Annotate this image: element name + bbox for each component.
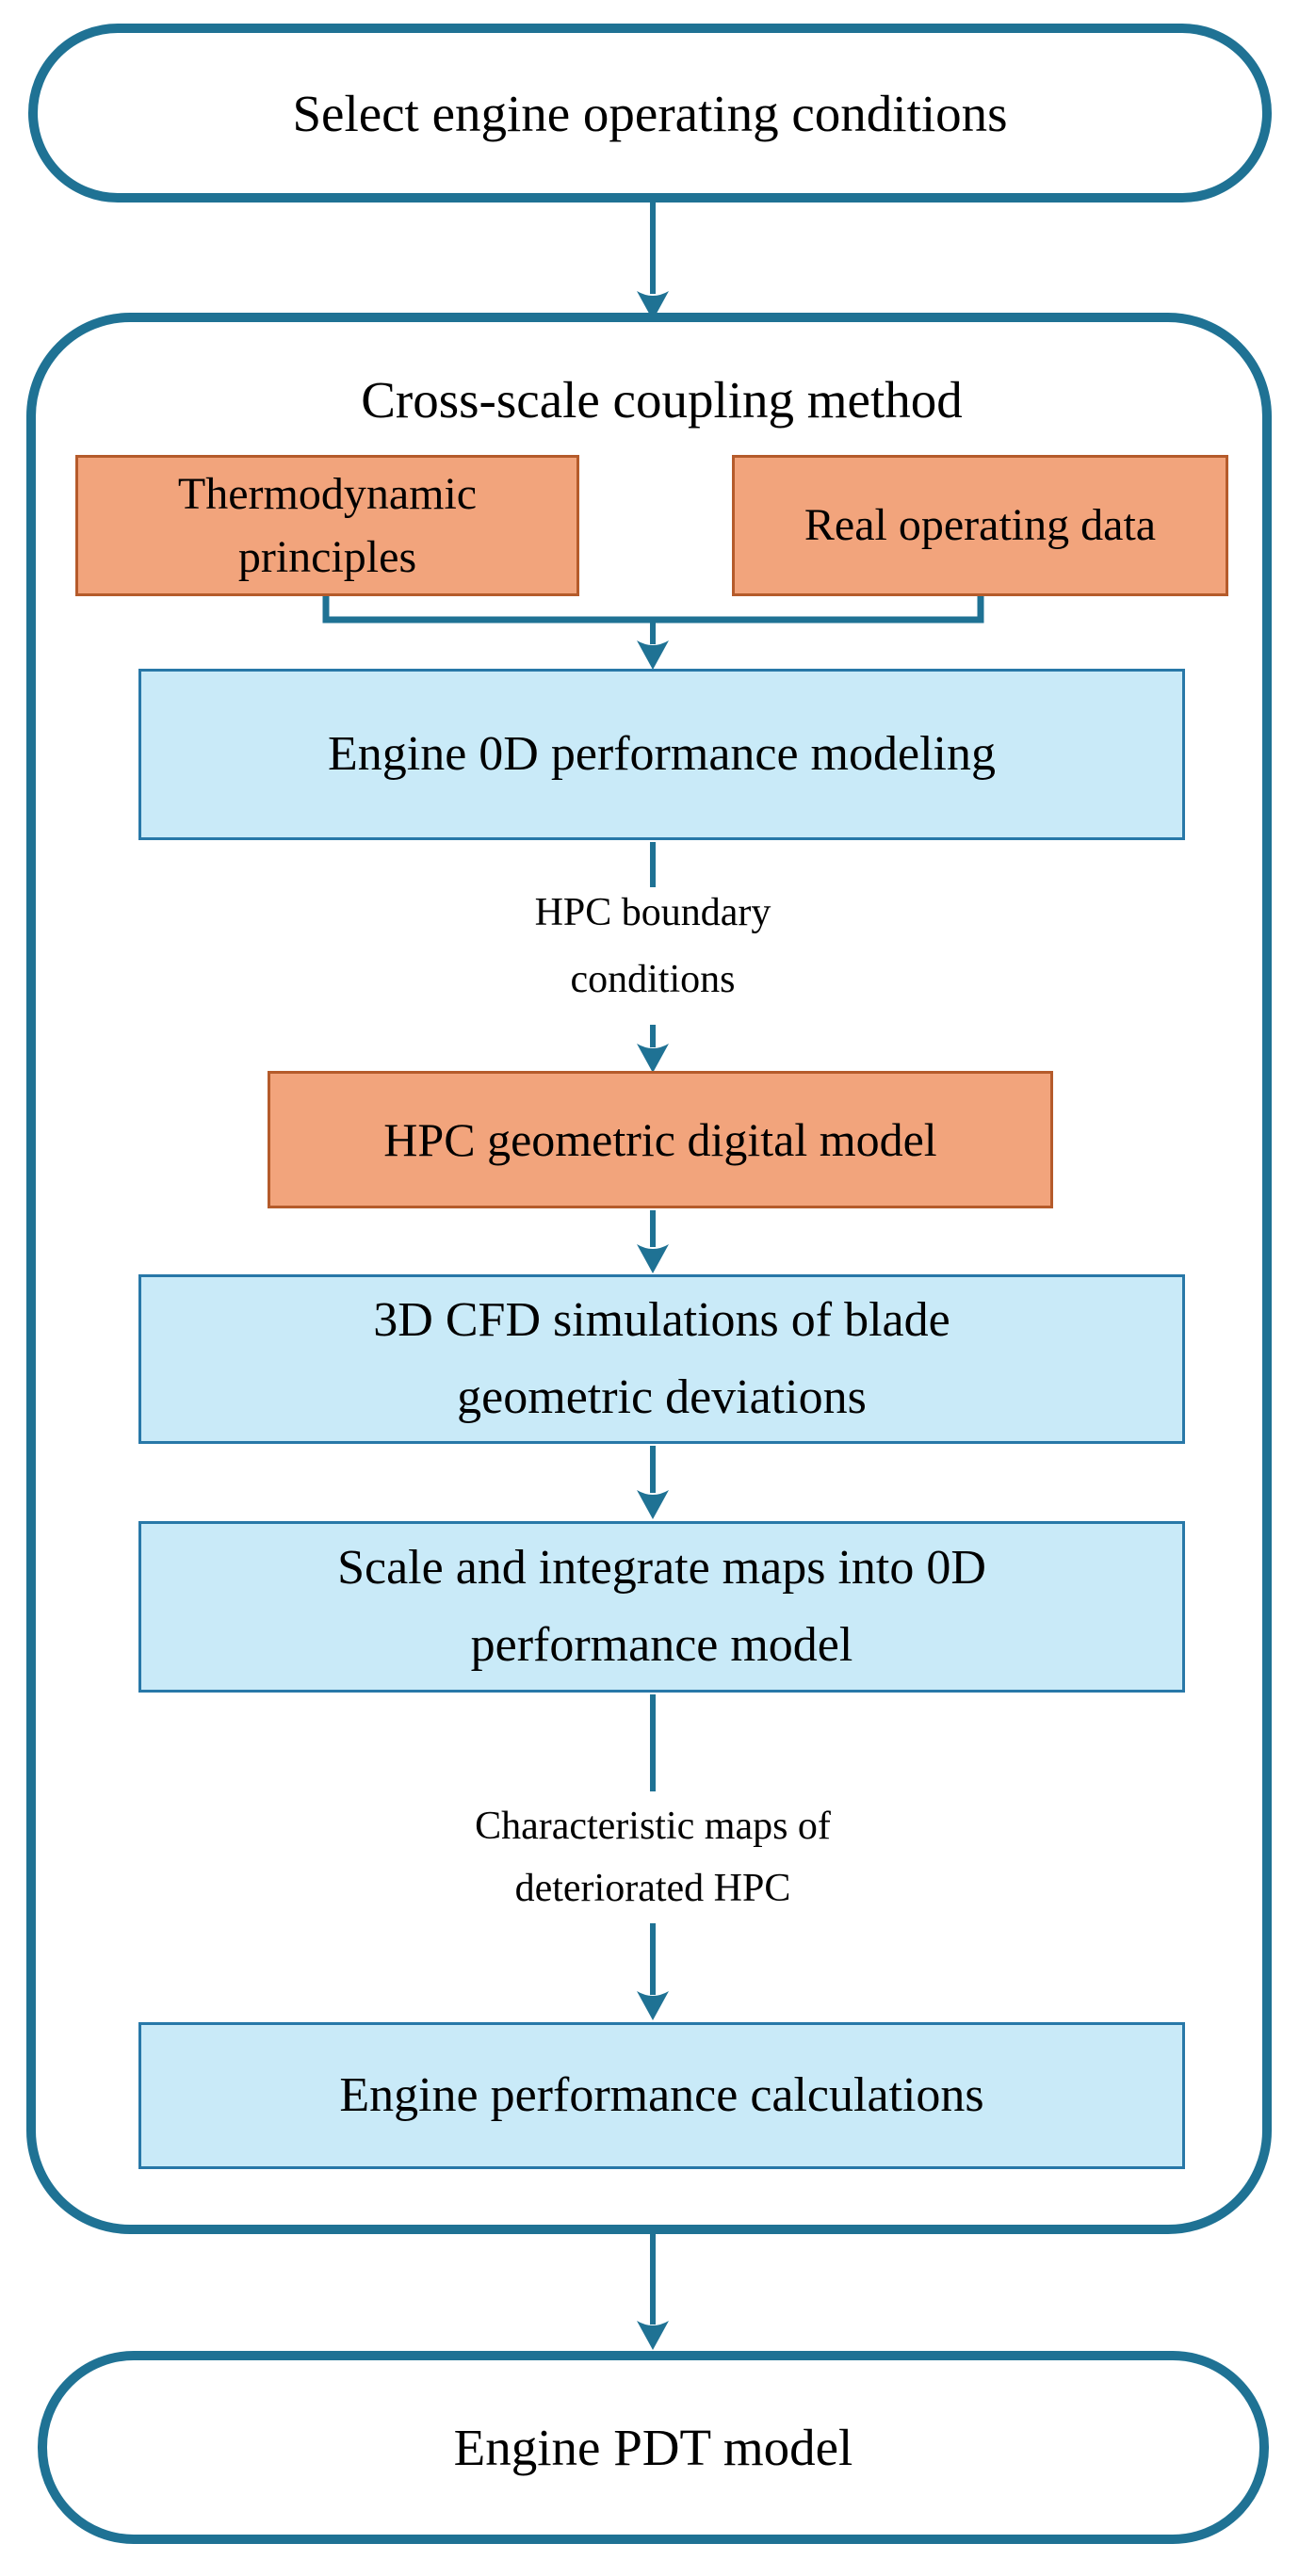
arrow-hpc-geometric-to-cfd (637, 1210, 669, 1273)
note-hpc-boundary-conditions: HPC boundary conditions (323, 876, 982, 1017)
hpc-geometric-label: HPC geometric digital model (383, 1113, 937, 1166)
performance-calc-label: Engine performance calculations (339, 2067, 984, 2122)
start-terminator-label: Select engine operating conditions (292, 84, 1008, 142)
arrow-engine0d-to-hpc-geometric (637, 842, 669, 1073)
engine-0d-label: Engine 0D performance modeling (328, 726, 996, 781)
merge-connector-inputs (322, 593, 984, 670)
real-data-label: Real operating data (804, 500, 1157, 551)
end-terminator-label: Engine PDT model (453, 2419, 853, 2476)
arrow-cfd-to-scale-maps (637, 1446, 669, 1519)
note-characteristic-maps: Characteristic maps of deteriorated HPC (323, 1794, 982, 1921)
box-scale-integrate-maps: Scale and integrate maps into 0D perform… (138, 1521, 1185, 1693)
group-cross-scale-method (26, 313, 1272, 2234)
scale-maps-label: Scale and integrate maps into 0D perform… (337, 1540, 986, 1672)
box-real-operating-data: Real operating data (732, 455, 1228, 596)
group-title: Cross-scale coupling method (138, 360, 1185, 440)
hpc-boundary-note-label: HPC boundary conditions (534, 890, 771, 1001)
end-terminator: Engine PDT model (38, 2351, 1269, 2544)
group-title-label: Cross-scale coupling method (361, 371, 963, 429)
box-engine-performance-calculations: Engine performance calculations (138, 2022, 1185, 2169)
arrow-scale-maps-to-performance-calc (637, 1694, 669, 2020)
thermodynamic-label: Thermodynamic principles (177, 468, 478, 582)
cfd-label: 3D CFD simulations of blade geometric de… (373, 1292, 950, 1424)
arrow-container-to-end (637, 2234, 669, 2350)
arrow-start-to-container (637, 200, 669, 320)
characteristic-maps-note-label: Characteristic maps of deteriorated HPC (475, 1805, 831, 1910)
box-engine-0d-performance-modeling: Engine 0D performance modeling (138, 669, 1185, 840)
start-terminator: Select engine operating conditions (28, 24, 1272, 203)
box-hpc-geometric-digital-model: HPC geometric digital model (268, 1071, 1053, 1208)
box-thermodynamic-principles: Thermodynamic principles (75, 455, 579, 596)
box-3d-cfd-simulations: 3D CFD simulations of blade geometric de… (138, 1274, 1185, 1444)
